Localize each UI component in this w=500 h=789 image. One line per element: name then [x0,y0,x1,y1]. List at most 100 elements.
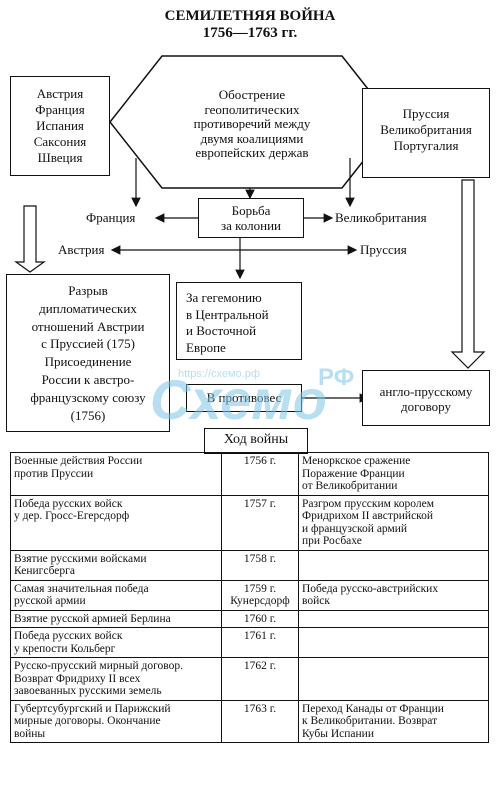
country-saxony: Саксония [33,134,87,149]
rupture-text: Разрыв дипломатических отношений Австрии… [6,282,170,424]
event-cell-line: войны [14,727,46,740]
right-coalition-box [362,88,490,178]
cause-line: геополитических [204,101,300,117]
colonies-line: Борьба [231,203,271,218]
page-title: СЕМИЛЕТНЯЯ ВОЙНА 1756—1763 гг. [0,8,500,42]
event-cell-line: мирные договоры. Окончание [14,715,161,727]
event-cell-line: Взятие русскими войсками [14,552,147,565]
hegemony-line: Европе [186,339,226,355]
event-cell-line: Взятие русской армией Берлина [14,612,171,625]
country-britain: Великобритания [380,122,472,137]
watermark-logo: Схемо [150,368,327,431]
label-austria: Австрия [58,242,105,257]
result-cell [298,549,489,581]
event-cell-line: Губертсубургский и Парижский [14,702,171,715]
event-cell-line: Возврат Фридриху II всех [14,672,141,685]
result-cell-line: Разгром прусским королем [302,497,435,510]
year-cell-line: 1758 г. [243,552,277,565]
year-cell: 1763 г. [221,699,299,743]
event-cell-line: Русско-прусский мирный договор. [14,660,184,672]
event-cell-line: Победа русских войск [14,497,123,510]
label-france: Франция [86,210,136,225]
country-austria: Австрия [36,86,84,101]
colonies-box [198,198,304,238]
right-coalition-list: Пруссия Великобритания Португалия [362,106,490,154]
event-cell: Взятие русской армией Берлина [10,609,222,628]
year-cell: 1756 г. [221,452,299,496]
hegemony-text: За гегемонию в Центральной и Восточной Е… [186,290,269,356]
colonies-line: за колонии [221,218,281,233]
label-britain: Великобритания [335,210,427,225]
year-cell-line: 1761 г. [243,630,277,642]
country-spain: Испания [36,118,84,133]
table-row: Взятие русской армией Берлина 1760 г. [10,609,489,628]
label-prussia: Пруссия [360,242,407,257]
result-cell-line: и французской армий [302,522,408,535]
treaty-line: англо-прусскому [379,384,473,399]
event-cell-line: Самая значительная победа [14,582,149,595]
year-cell-line: 1763 г. [243,702,277,715]
result-cell-line: Поражение Франции [302,467,405,480]
result-cell [298,627,489,658]
result-cell-line: войск [302,595,330,607]
treaty-line: договору [400,399,451,414]
result-cell-line: к Великобритании. Возврат [302,715,438,727]
country-prussia: Пруссия [402,106,450,121]
cause-line: Обострение [218,87,286,102]
event-cell-line: Кенигсберга [14,565,75,577]
year-cell: 1761 г. [221,627,299,658]
title-line-1: СЕМИЛЕТНЯЯ ВОЙНА [164,8,336,24]
year-cell: 1757 г. [221,494,299,551]
title-line-2: 1756—1763 гг. [202,25,298,41]
counterweight-text: В противовес [206,390,282,405]
rupture-line: России к австро- [41,371,135,387]
hollow-arrow-right [450,179,486,369]
center-cause-text: Обострение геополитических противоречий … [170,87,334,161]
rupture-line: Разрыв [68,283,108,298]
event-cell-line: Победа русских войск [14,630,123,642]
cause-line: двумя коалициями [200,130,304,146]
left-coalition-box [10,76,110,176]
table-row: Русско-прусский мирный договор.Возврат Ф… [10,657,489,701]
year-cell: 1760 г. [221,609,299,628]
rupture-line: с Пруссией (175) [41,336,135,352]
event-cell-line: русской армии [14,595,86,607]
result-cell-line: Меноркское сражение [302,455,411,467]
left-coalition-list: Австрия Франция Испания Саксония Швеция [10,86,110,166]
result-cell-line: Переход Канады от Франции [302,702,444,715]
country-france: Франция [35,102,85,117]
event-cell-line: у крепости Кольберг [14,642,116,655]
rupture-line: дипломатических [39,300,137,316]
year-cell: 1759 г.Кунерсдорф [221,579,299,611]
hollow-arrow-left [14,205,46,273]
watermark-url: https://схемо.рф [178,368,260,380]
treaty-text: англо-прусскому договору [362,384,490,414]
year-cell-line: 1762 г. [243,660,277,672]
country-portugal: Португалия [393,138,459,153]
year-cell-line: 1756 г. [243,455,277,467]
year-cell-line: 1757 г. [243,497,277,510]
country-sweden: Швеция [37,150,83,165]
hegemony-line: За гегемонию [186,290,262,305]
event-cell-line: Военные действия России [14,455,143,467]
course-header: Ход войны [223,432,289,447]
hegemony-line: в Центральной [186,306,269,322]
cause-line: европейских держав [195,145,309,160]
result-cell-line: от Великобритании [302,480,398,492]
result-cell-line: Фридрихом II австрийской [302,510,434,522]
event-cell-line: завоеванных русскими земель [14,685,162,697]
double-arrow-shape [109,55,395,189]
